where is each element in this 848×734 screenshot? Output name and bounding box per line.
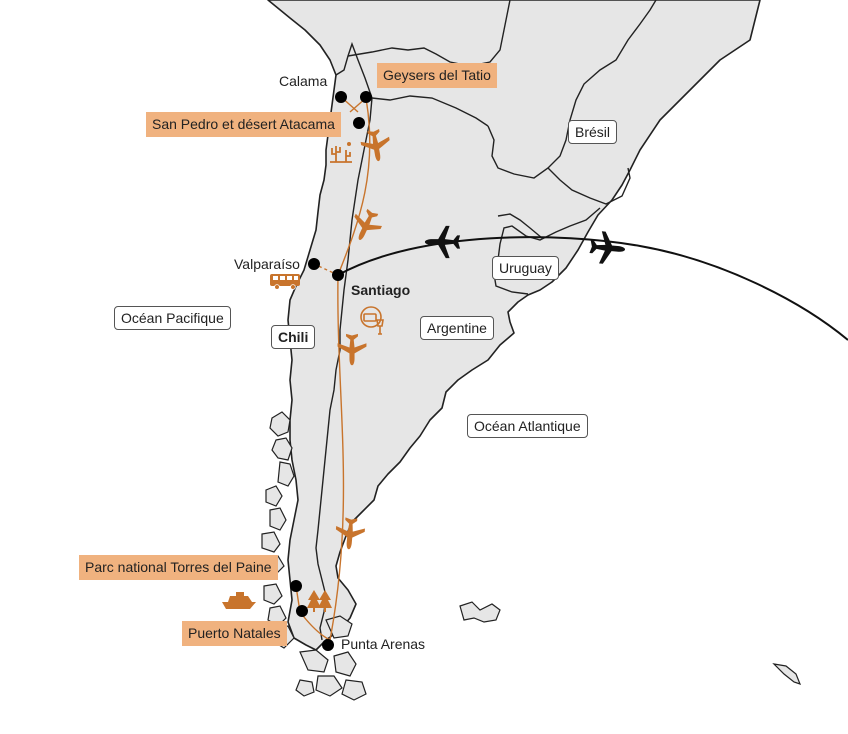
city-label-punta-arenas: Punta Arenas bbox=[341, 636, 426, 652]
valparaiso-dot bbox=[308, 258, 320, 270]
boat-icon bbox=[222, 592, 256, 609]
city-label-valparaiso: Valparaíso bbox=[234, 256, 300, 272]
border-brazil-argentina bbox=[547, 167, 631, 205]
international-flight-route bbox=[337, 236, 848, 341]
border-bolivia-south bbox=[371, 95, 489, 127]
border-uruguay bbox=[493, 207, 601, 295]
region-label-argentine: Argentine bbox=[420, 316, 494, 340]
border-bolivia bbox=[347, 0, 511, 67]
punta-arenas-dot bbox=[322, 639, 334, 651]
tatio-dot bbox=[360, 91, 372, 103]
city-label-santiago: Santiago bbox=[351, 282, 411, 298]
san-pedro-dot bbox=[353, 117, 365, 129]
torres-del-paine-dot bbox=[290, 580, 302, 592]
calama-dot bbox=[335, 91, 347, 103]
south-georgia bbox=[772, 663, 802, 685]
region-label-ocean-atlantique: Océan Atlantique bbox=[467, 414, 588, 438]
border-uruguay-coast bbox=[497, 213, 543, 239]
santiago-dot bbox=[332, 269, 344, 281]
city-label-calama: Calama bbox=[279, 73, 328, 89]
bus-icon bbox=[270, 274, 300, 290]
region-label-chili: Chili bbox=[271, 325, 316, 349]
puerto-natales-dot bbox=[296, 605, 308, 617]
falkland-islands bbox=[459, 601, 501, 623]
region-label-ocean-pacifique: Océan Pacifique bbox=[114, 306, 231, 330]
wine-icon bbox=[360, 306, 384, 335]
stop-label-tatio: Geysers del Tatio bbox=[377, 63, 497, 88]
trees-icon bbox=[307, 590, 332, 612]
stop-label-torres-del-paine: Parc national Torres del Paine bbox=[79, 555, 278, 580]
region-label-uruguay: Uruguay bbox=[492, 256, 559, 280]
region-label-bresil: Brésil bbox=[568, 120, 618, 144]
stop-label-puerto-natales: Puerto Natales bbox=[182, 621, 287, 646]
stop-label-san-pedro: San Pedro et désert Atacama bbox=[146, 112, 341, 137]
plane-icon bbox=[588, 230, 627, 266]
cactus-icon bbox=[330, 142, 352, 163]
